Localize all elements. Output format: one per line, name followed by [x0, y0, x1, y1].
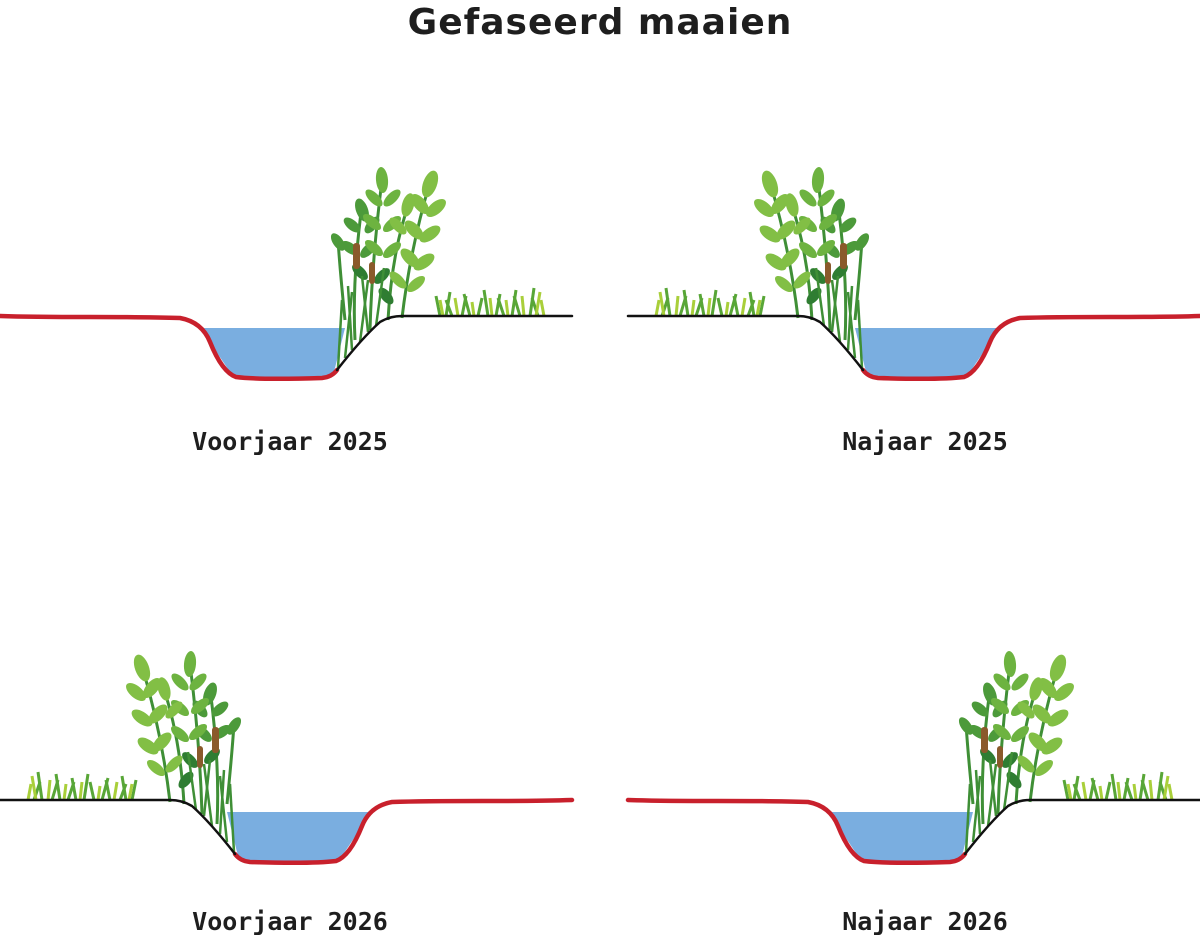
- panel-label: Voorjaar 2025: [192, 427, 388, 456]
- panel-label: Najaar 2026: [842, 907, 1008, 936]
- panel-najaar-2026: Najaar 2026: [628, 651, 1200, 936]
- panel-voorjaar-2026: Voorjaar 2026: [0, 651, 572, 936]
- diagram-title: Gefaseerd maaien: [407, 2, 793, 43]
- panel-label: Voorjaar 2026: [192, 907, 388, 936]
- panel-najaar-2025: Najaar 2025: [628, 167, 1200, 456]
- panel-label: Najaar 2025: [842, 427, 1008, 456]
- panel-voorjaar-2025: Voorjaar 2025: [0, 167, 572, 456]
